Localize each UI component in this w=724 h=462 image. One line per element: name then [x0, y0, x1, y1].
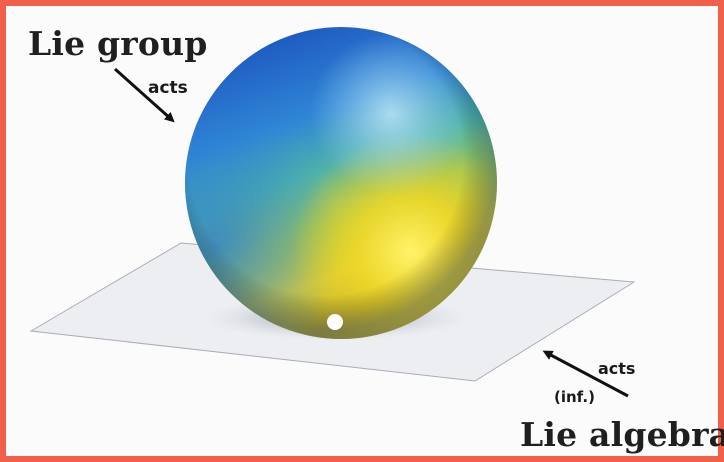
lie-group-sphere — [185, 27, 497, 339]
arrow-lie-group-acts — [114, 67, 175, 123]
infinitesimal-label: (inf.) — [554, 388, 595, 406]
lie-algebra-label: Lie algebra — [520, 415, 724, 454]
scene-illustration — [29, 27, 636, 398]
acts-label-top: acts — [148, 78, 188, 98]
acts-label-bottom: acts — [598, 359, 636, 378]
arrow-lie-algebra-acts — [542, 350, 629, 398]
lie-group-label: Lie group — [28, 24, 208, 63]
tangent-point — [327, 314, 343, 330]
